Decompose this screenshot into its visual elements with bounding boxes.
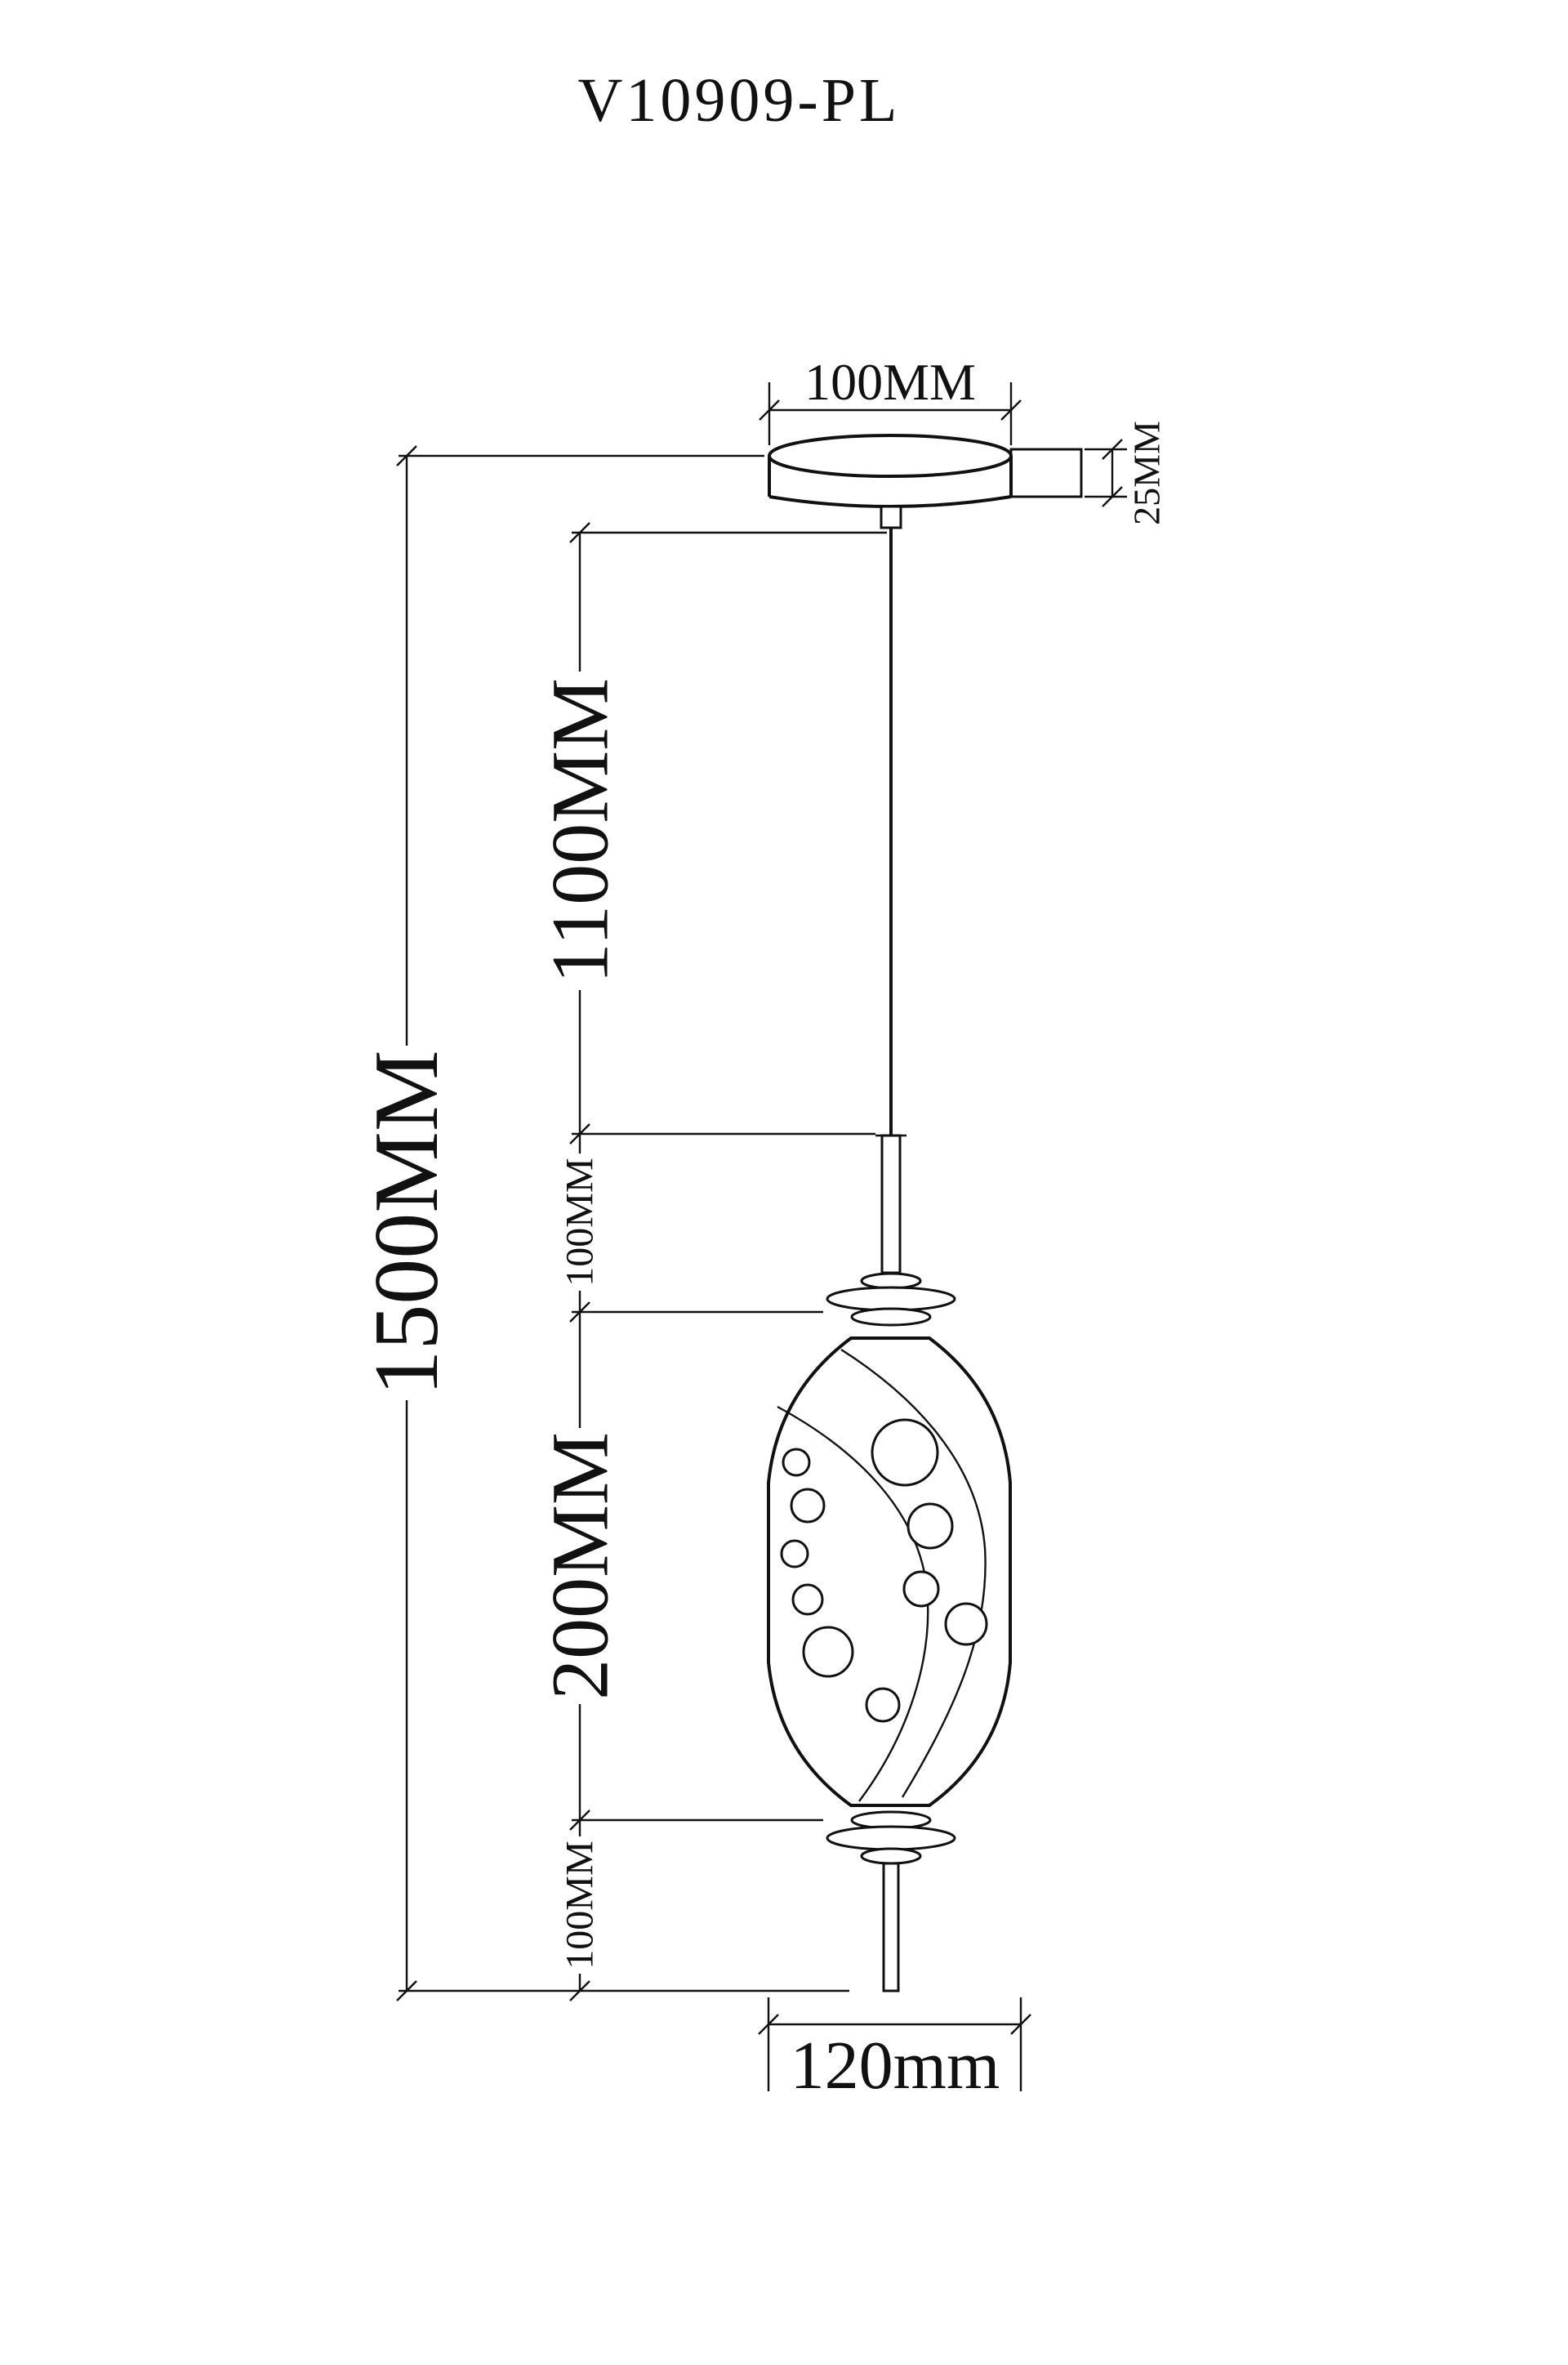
dim-lower-connector: 100MM bbox=[559, 1820, 602, 2001]
dim-label-shade-height: 200MM bbox=[535, 1432, 626, 1700]
decor-bubbles bbox=[780, 1418, 988, 1723]
lower-connector bbox=[826, 1810, 956, 1992]
dim-label-suspension-length: 1100MM bbox=[535, 678, 626, 984]
dim-overall-height: 1500MM bbox=[356, 445, 849, 2001]
lamp-shade-body bbox=[767, 1336, 1012, 1807]
upper-connector bbox=[826, 1134, 956, 1327]
upper-stem bbox=[880, 1134, 902, 1274]
dim-shade-height: 200MM bbox=[535, 1312, 823, 1831]
drawing-title: V10909-PL bbox=[578, 66, 901, 135]
dim-shade-width: 120mm bbox=[758, 1997, 1031, 2104]
ceiling-canopy bbox=[768, 434, 1083, 529]
dim-suspension-length: 1100MM bbox=[535, 522, 887, 1145]
canopy-top-disc bbox=[768, 434, 1013, 478]
dim-label-shade-width: 120mm bbox=[791, 2028, 1000, 2104]
canopy-cord-fitting bbox=[880, 505, 902, 529]
dim-canopy-width: 100MM bbox=[759, 353, 1022, 445]
dim-label-canopy-width: 100MM bbox=[804, 353, 976, 411]
dim-canopy-height: 25MM bbox=[1085, 421, 1168, 525]
dim-label-lower-connector: 100MM bbox=[559, 1841, 602, 1969]
dim-label-canopy-height: 25MM bbox=[1126, 421, 1168, 525]
dim-upper-connector: 100MM bbox=[559, 1134, 823, 1323]
canopy-side-box bbox=[1009, 448, 1083, 498]
dim-label-upper-connector: 100MM bbox=[559, 1158, 602, 1286]
dim-label-overall-height: 1500MM bbox=[356, 1050, 457, 1395]
shade-outline bbox=[767, 1336, 1012, 1807]
lower-stem bbox=[882, 1862, 900, 1992]
decor-band-curve-outer bbox=[840, 1348, 987, 1798]
